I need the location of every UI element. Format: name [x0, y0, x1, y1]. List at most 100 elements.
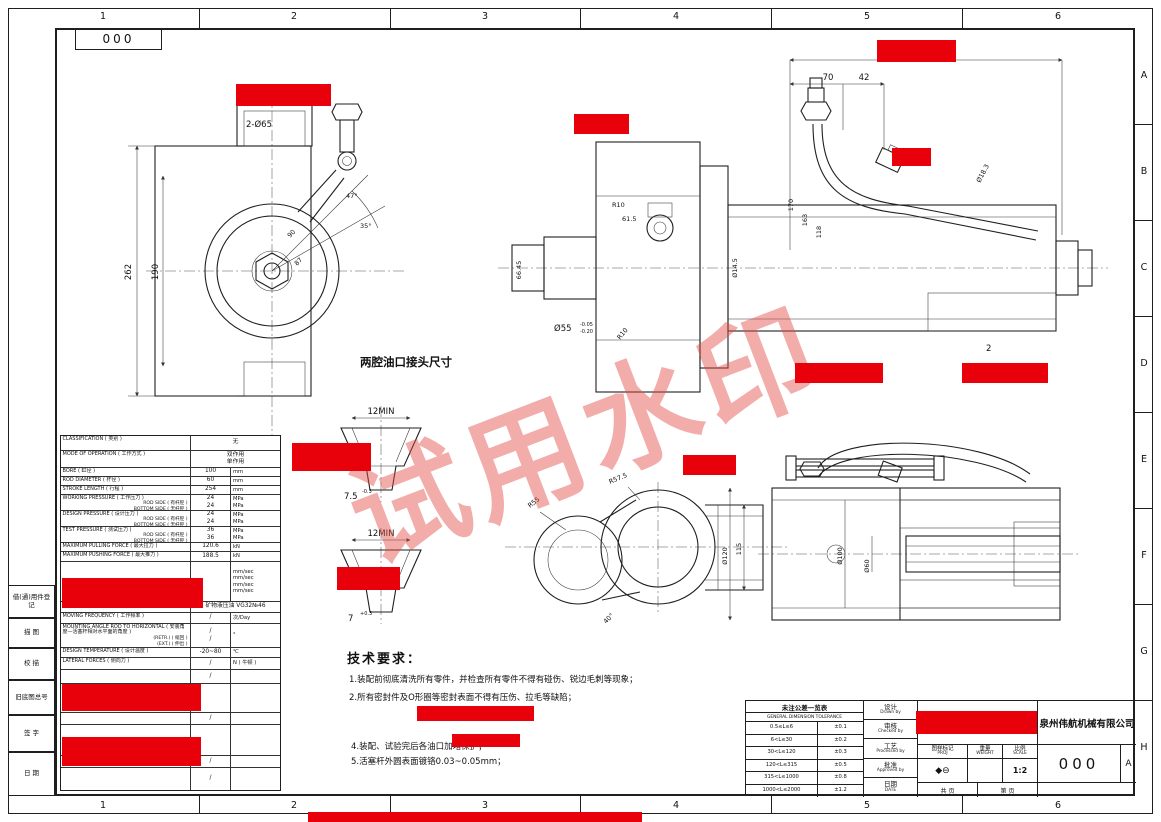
- spec-label-cell: MOUNTING ANGLE ROD TO HORIZONTAL ( 安装角度—…: [61, 624, 191, 647]
- grid-col-label: 6: [1054, 800, 1062, 811]
- tick-mark: [1135, 700, 1153, 701]
- dim-label: 170: [787, 199, 795, 211]
- sheet-total-text: 共 页: [940, 787, 955, 795]
- redaction-box: [877, 40, 956, 62]
- grid-col-label: 3: [481, 800, 489, 811]
- spec-value: 254: [204, 486, 217, 493]
- redaction-box: [337, 567, 400, 590]
- spec-value: 188.5: [202, 552, 219, 559]
- dim-label: 262: [124, 264, 134, 280]
- table-row: WORKING PRESSURE ( 工作压力 )ROD SIDE ( 有杆腔 …: [61, 495, 280, 511]
- tolerance-tol-value: ±0.8: [834, 774, 847, 781]
- tick-mark: [962, 8, 963, 28]
- tick-mark: [771, 796, 772, 814]
- spec-unit: MPa: [233, 502, 244, 509]
- tick-mark: [199, 796, 200, 814]
- spec-unit: kN: [233, 553, 240, 560]
- margin-label: 校 描: [23, 659, 40, 668]
- dim-label: 12MIN: [367, 529, 394, 539]
- dim-label: 66.45: [515, 261, 523, 280]
- table-row: DESIGN PRESSURE ( 设计压力 )ROD SIDE ( 有杆腔 )…: [61, 511, 280, 527]
- dim-label: Ø55: [554, 323, 572, 334]
- tolerance-range: 30<L≤120: [746, 747, 818, 760]
- grid-row-label: H: [1140, 742, 1148, 753]
- spec-value: /: [209, 659, 212, 666]
- spec-unit: mm/sec: [233, 568, 254, 575]
- dim-tolerance: -0.05: [580, 322, 593, 328]
- spec-unit: MPa: [233, 528, 244, 534]
- spec-unit-cell: [231, 768, 280, 790]
- table-row: MAXIMUM PULLING FORCE ( 最大拉力 ) 120.6 kN: [61, 543, 280, 552]
- redaction-box: [452, 734, 520, 747]
- dim-label: 61.5: [622, 215, 636, 223]
- sign-label-zh: 审核: [884, 722, 897, 731]
- spec-label-cell: BORE ( 缸径 ): [61, 468, 191, 476]
- spec-value: 24: [206, 518, 215, 525]
- spec-label: BORE ( 缸径 ): [62, 468, 96, 474]
- title-block-empty-cell: [1038, 783, 1136, 797]
- sign-label-zh: 设计: [884, 703, 897, 712]
- sign-label-en: DATE: [884, 787, 897, 793]
- sign-label-en: Drawn by: [880, 710, 901, 716]
- spec-value-cell: [191, 725, 231, 755]
- grid-row-label: C: [1140, 262, 1148, 273]
- dim-label: 12MIN: [367, 407, 394, 417]
- spec-unit-cell: kN: [231, 552, 280, 561]
- spec-unit: N ( 牛顿 ): [233, 660, 257, 667]
- table-row: /: [61, 768, 280, 790]
- spec-unit: mm/sec: [233, 581, 254, 588]
- spec-sublabel: ROD SIDE ( 有杆腔 ): [143, 517, 188, 523]
- table-row: /: [61, 713, 280, 725]
- mark-label-en: PROJ: [937, 751, 948, 757]
- sign-label-en: Approved by: [876, 767, 905, 773]
- spec-unit-cell: [231, 684, 280, 712]
- margin-label: 描 图: [23, 628, 40, 637]
- spec-value: /: [209, 714, 212, 721]
- dim-label: 118: [815, 226, 823, 238]
- spec-unit: °: [233, 632, 236, 639]
- tick-mark: [1135, 124, 1153, 125]
- tolerance-tol-value: ±0.1: [834, 724, 847, 731]
- margin-label: 签 字: [23, 728, 40, 737]
- tech-requirement-line: 2.所有密封件及O形圈等密封表面不得有压伤、拉毛等缺陷；: [349, 693, 577, 703]
- spec-label: MOUNTING ANGLE ROD TO HORIZONTAL ( 安装角度—…: [62, 624, 185, 636]
- spec-value-cell: /: [191, 713, 231, 724]
- grid-row-label: E: [1140, 454, 1147, 465]
- tolerance-tol-value: ±1.2: [834, 787, 847, 794]
- dim-label: R10: [612, 201, 625, 209]
- spec-label-cell: [61, 713, 191, 724]
- title-block-empty-cell: [918, 723, 1038, 745]
- spec-label: LATERAL FORCES ( 侧向力 ): [62, 658, 130, 664]
- dim-label: 190: [151, 264, 161, 280]
- grid-col-label: 6: [1054, 11, 1062, 22]
- spec-unit-cell: [231, 713, 280, 724]
- table-row: DESIGN TEMPERATURE ( 设计温度 ) -20~80 ℃: [61, 648, 280, 658]
- tolerance-table-title: 未注公差一览表: [746, 701, 864, 713]
- spec-label: ROD DIAMETER ( 杆径 ): [62, 477, 120, 483]
- sign-label-en: Checked by: [877, 729, 904, 735]
- dim-tolerance: +0.3: [360, 611, 372, 617]
- spec-value-cell: 120.6: [191, 543, 231, 551]
- spec-value: /: [209, 775, 212, 782]
- spec-unit-cell: N ( 牛顿 ): [231, 658, 280, 669]
- spec-label-cell: [61, 670, 191, 683]
- margin-label: 旧底图总号: [15, 692, 48, 701]
- tolerance-range-value: 6<L≤30: [770, 736, 793, 743]
- scale-value: 1:2: [1003, 759, 1038, 783]
- spec-value: 24: [206, 495, 215, 502]
- spec-unit-cell: [231, 725, 280, 755]
- dim-tolerance: -0.20: [580, 329, 593, 335]
- margin-label: 借(通)用件登记: [12, 593, 51, 609]
- spec-sublabel: ROD SIDE ( 有杆腔 ): [143, 533, 188, 539]
- spec-unit-cell: [231, 756, 280, 767]
- margin-block-trace-check: 校 描: [8, 648, 55, 680]
- table-row: MOVING FREQUENCY ( 工作频率 ) / 次/Day: [61, 613, 280, 624]
- redaction-box: [417, 706, 534, 721]
- sign-label-en: Processed by: [876, 748, 905, 754]
